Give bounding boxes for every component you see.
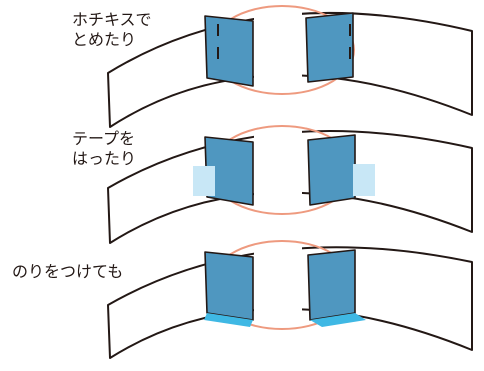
band-end-right bbox=[307, 249, 356, 321]
band-end-right bbox=[305, 12, 354, 83]
staple-icon bbox=[217, 24, 351, 59]
panel-staple: ホチキスで とめたり bbox=[72, 0, 473, 128]
tape-icon bbox=[193, 164, 375, 196]
caption-staple-line-2: とめたり bbox=[72, 30, 136, 49]
band-gap bbox=[254, 235, 302, 347]
caption-glue-line-1: のりをつけても bbox=[12, 262, 123, 281]
band-end-left bbox=[204, 251, 254, 321]
band-end-left bbox=[204, 15, 254, 87]
panel-glue: のりをつけても bbox=[12, 235, 473, 359]
panel-tape: テープを はったり bbox=[72, 120, 473, 244]
band-end-right bbox=[307, 134, 356, 206]
caption-glue: のりをつけても bbox=[12, 262, 123, 281]
caption-staple-line-1: ホチキスで bbox=[72, 10, 152, 29]
caption-staple: ホチキスで とめたり bbox=[72, 10, 157, 49]
caption-tape: テープを はったり bbox=[72, 129, 140, 168]
glue-icon bbox=[204, 313, 366, 327]
caption-tape-line-1: テープを bbox=[72, 129, 135, 148]
caption-tape-line-2: はったり bbox=[72, 149, 136, 168]
